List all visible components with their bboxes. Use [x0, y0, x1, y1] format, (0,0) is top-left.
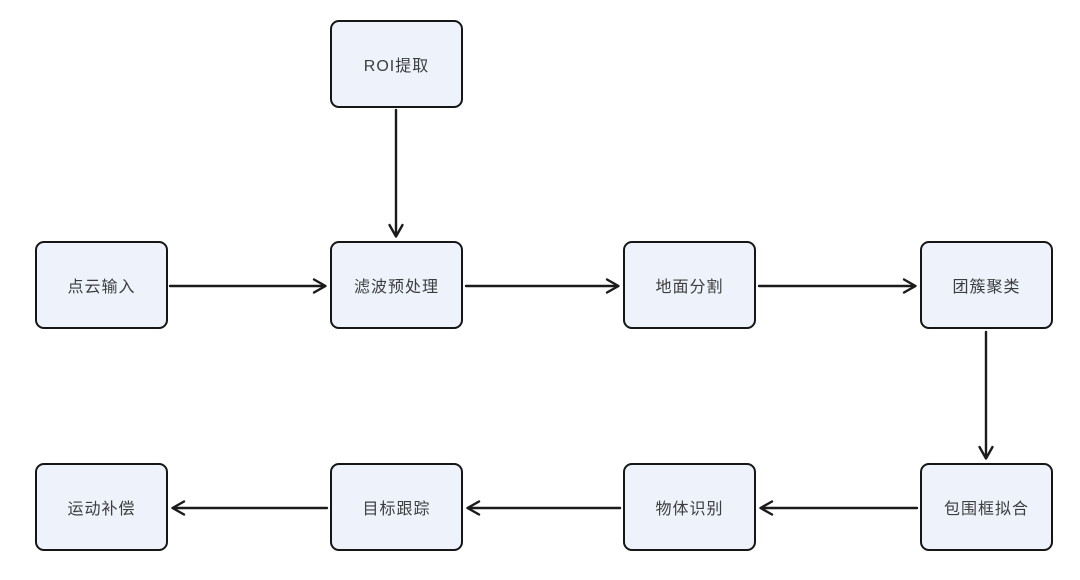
- edge-bbox-to-object: [759, 500, 919, 516]
- node-point-cloud-input: 点云输入: [35, 241, 168, 329]
- edge-ground-to-cluster: [757, 278, 917, 294]
- node-bounding-box-fitting: 包围框拟合: [920, 463, 1053, 551]
- node-ground-segmentation: 地面分割: [623, 241, 756, 329]
- edge-roi-to-filter: [388, 108, 404, 238]
- node-filter-preprocess: 滤波预处理: [330, 241, 463, 329]
- edge-cluster-to-bbox: [978, 330, 994, 460]
- edge-object-to-track: [466, 500, 622, 516]
- node-cluster-clustering: 团簇聚类: [920, 241, 1053, 329]
- node-target-tracking: 目标跟踪: [330, 463, 463, 551]
- edge-input-to-filter: [168, 278, 327, 294]
- node-motion-compensation: 运动补偿: [35, 463, 168, 551]
- edge-filter-to-ground: [464, 278, 620, 294]
- edge-track-to-motion: [171, 500, 329, 516]
- node-roi-extraction: ROI提取: [330, 20, 463, 108]
- node-object-recognition: 物体识别: [623, 463, 756, 551]
